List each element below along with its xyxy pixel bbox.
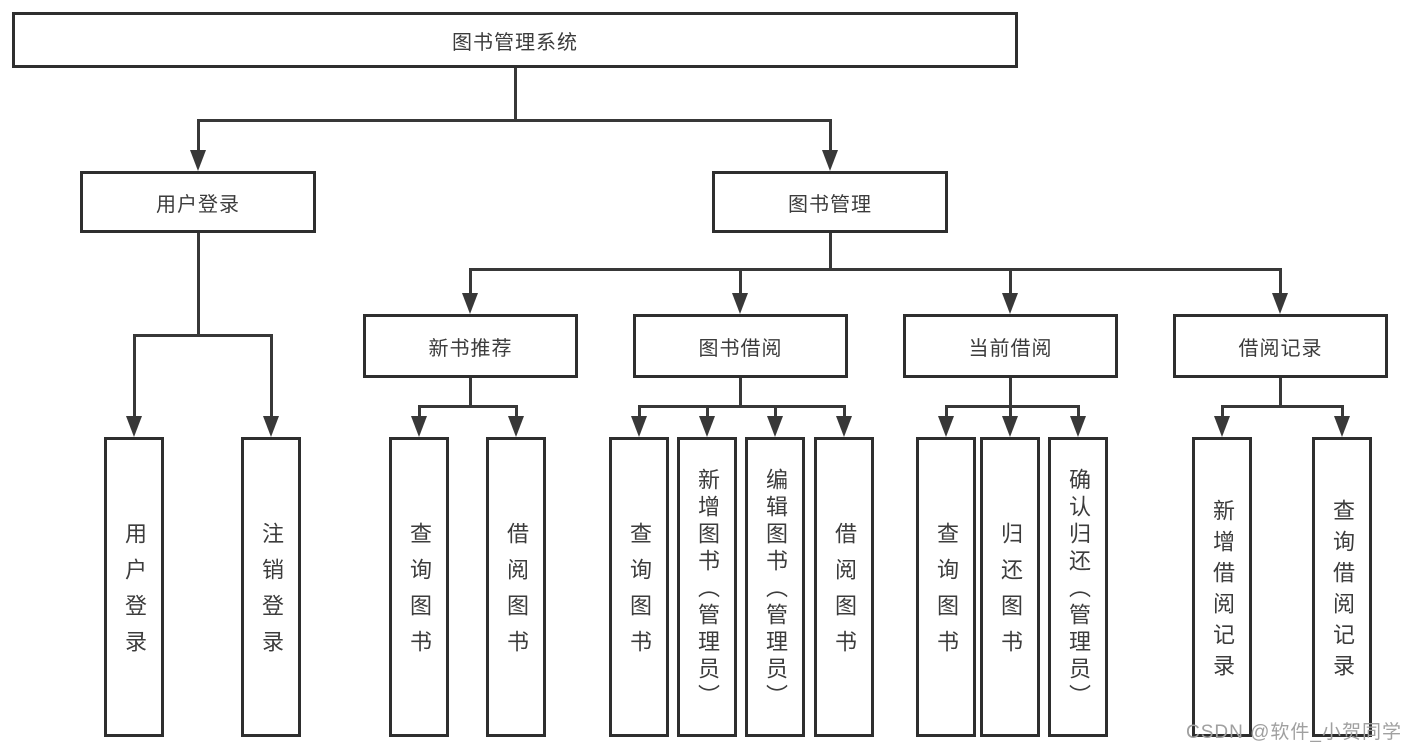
arrow-down-icon [1334, 416, 1350, 437]
node-add-book-admin: 新增图书（管理员） [677, 437, 737, 737]
arrow-down-icon [508, 416, 524, 437]
connector-line [469, 378, 472, 408]
connector-line [133, 334, 136, 417]
connector-line [774, 405, 777, 417]
leaf-label: 归还图书 [998, 522, 1023, 666]
arrow-down-icon [822, 150, 838, 171]
leaf-label: 查询图书 [407, 522, 432, 666]
arrow-down-icon [1214, 416, 1230, 437]
connector-line [1009, 405, 1012, 417]
leaf-label: 借阅图书 [832, 522, 857, 666]
connector-line [515, 405, 518, 417]
leaf-label: 查询借阅记录 [1330, 498, 1355, 685]
arrow-down-icon [1272, 293, 1288, 314]
connector-line [514, 68, 517, 120]
connector-line [739, 378, 742, 408]
node-borrowing-records: 借阅记录 [1173, 314, 1388, 378]
connector-line [1009, 378, 1012, 408]
leaf-label: 查询图书 [934, 522, 959, 666]
node-confirm-return-admin: 确认归还（管理员） [1048, 437, 1108, 737]
connector-line [945, 405, 948, 417]
connector-line [829, 233, 832, 271]
node-borrow-books-recommend: 借阅图书 [486, 437, 546, 737]
leaf-label: 确认归还（管理员） [1066, 468, 1091, 711]
connector-line [638, 405, 845, 408]
connector-line [1341, 405, 1344, 417]
connector-line [469, 268, 1281, 271]
arrow-down-icon [732, 293, 748, 314]
connector-line [1009, 268, 1012, 295]
connector-line [1221, 405, 1343, 408]
node-query-books-current: 查询图书 [916, 437, 976, 737]
connector-line [843, 405, 846, 417]
connector-line [469, 268, 472, 295]
leaf-label: 新增借阅记录 [1210, 498, 1235, 685]
leaf-label: 编辑图书（管理员） [763, 468, 788, 711]
connector-line [1077, 405, 1080, 417]
node-current-borrowing: 当前借阅 [903, 314, 1118, 378]
node-query-books-borrowing: 查询图书 [609, 437, 669, 737]
leaf-label: 注销登录 [259, 522, 284, 666]
arrow-down-icon [938, 416, 954, 437]
leaf-label: 新增图书（管理员） [695, 468, 720, 711]
arrow-down-icon [1070, 416, 1086, 437]
arrow-down-icon [190, 150, 206, 171]
connector-line [418, 405, 517, 408]
arrow-down-icon [699, 416, 715, 437]
connector-line [739, 268, 742, 295]
connector-line [197, 119, 200, 152]
connector-line [1279, 268, 1282, 295]
leaf-label: 查询图书 [627, 522, 652, 666]
leaf-label: 用户登录 [122, 522, 147, 666]
node-user-login-leaf: 用户登录 [104, 437, 164, 737]
node-edit-book-admin: 编辑图书（管理员） [745, 437, 805, 737]
node-query-books-recommend: 查询图书 [389, 437, 449, 737]
connector-line [945, 405, 1079, 408]
node-add-borrow-record: 新增借阅记录 [1192, 437, 1252, 737]
node-borrow-books-borrowing: 借阅图书 [814, 437, 874, 737]
node-return-books: 归还图书 [980, 437, 1040, 737]
leaf-label: 借阅图书 [504, 522, 529, 666]
node-logout: 注销登录 [241, 437, 301, 737]
node-query-borrow-record: 查询借阅记录 [1312, 437, 1372, 737]
node-library-management-system: 图书管理系统 [12, 12, 1018, 68]
arrow-down-icon [411, 416, 427, 437]
connector-line [133, 334, 272, 337]
node-new-book-recommendation: 新书推荐 [363, 314, 578, 378]
arrow-down-icon [631, 416, 647, 437]
connector-line [1221, 405, 1224, 417]
connector-line [706, 405, 709, 417]
arrow-down-icon [263, 416, 279, 437]
watermark: CSDN @软件_小贺同学 [1186, 722, 1402, 743]
node-book-management: 图书管理 [712, 171, 948, 233]
arrow-down-icon [767, 416, 783, 437]
arrow-down-icon [1002, 293, 1018, 314]
arrow-down-icon [462, 293, 478, 314]
connector-line [197, 233, 200, 337]
connector-line [829, 119, 832, 152]
node-book-borrowing: 图书借阅 [633, 314, 848, 378]
arrow-down-icon [1002, 416, 1018, 437]
connector-line [1279, 378, 1282, 408]
node-user-login: 用户登录 [80, 171, 316, 233]
connector-line [418, 405, 421, 417]
arrow-down-icon [126, 416, 142, 437]
connector-line [197, 119, 831, 122]
connector-line [638, 405, 641, 417]
connector-line [270, 334, 273, 417]
arrow-down-icon [836, 416, 852, 437]
